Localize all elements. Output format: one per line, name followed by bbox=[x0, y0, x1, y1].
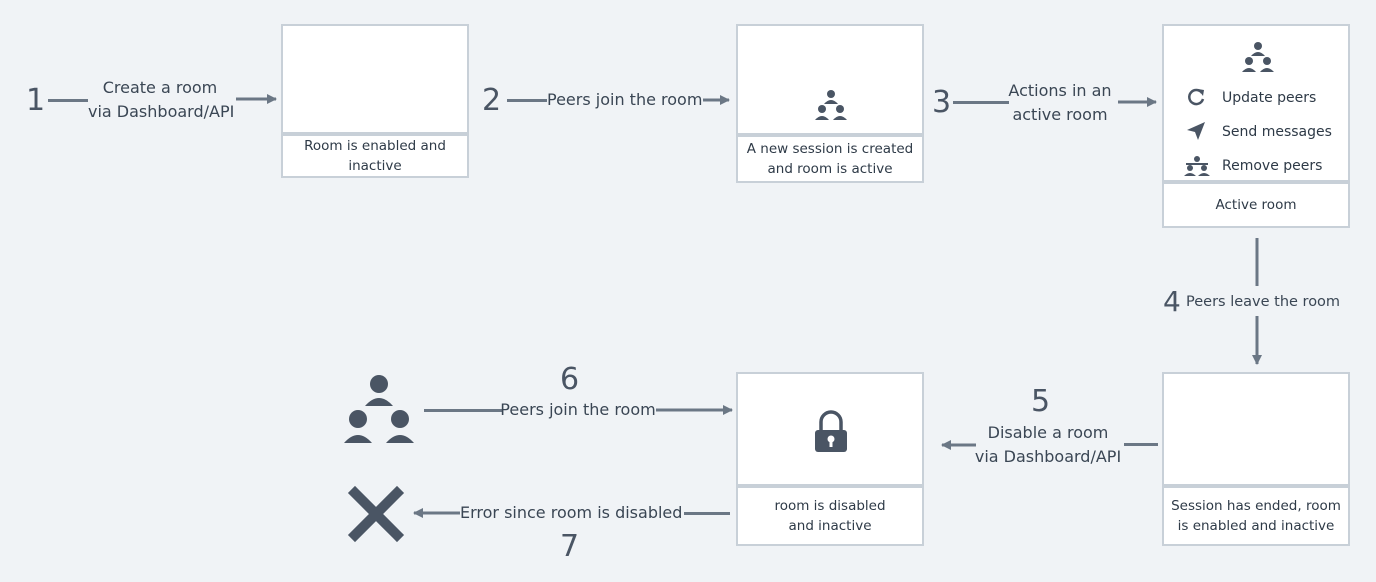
step-5-arrow bbox=[941, 440, 976, 450]
step-4-number: 4 bbox=[1163, 285, 1181, 318]
session-created-box: A new session is created and room is act… bbox=[736, 24, 924, 183]
step-3-label: Actions in an active room bbox=[1008, 81, 1112, 124]
refresh-icon bbox=[1188, 88, 1205, 106]
step-1-number: 1 bbox=[26, 83, 46, 118]
step-2-number: 2 bbox=[482, 83, 502, 118]
step-5-number: 5 bbox=[1031, 384, 1051, 419]
step-3-arrow bbox=[1118, 97, 1157, 107]
step-6-connector bbox=[424, 409, 502, 412]
step-6-arrow bbox=[656, 405, 733, 415]
step-3-number: 3 bbox=[932, 85, 952, 120]
step-5-connector bbox=[1124, 443, 1158, 446]
step-4-label: Peers leave the room bbox=[1186, 294, 1341, 310]
action-remove-peers: Remove peers bbox=[1222, 158, 1323, 174]
step-6-label: Peers join the room bbox=[500, 400, 656, 419]
step-6-number: 6 bbox=[560, 362, 580, 397]
session-ended-box: Session has ended, room is enabled and i… bbox=[1162, 372, 1350, 546]
step-2-label: Peers join the room bbox=[547, 90, 703, 109]
send-icon bbox=[1187, 122, 1205, 140]
room-disabled-caption: room is disabled and inactive bbox=[738, 484, 922, 544]
step-2-connector bbox=[507, 99, 547, 102]
remove-peers-icon bbox=[1184, 156, 1210, 176]
step-2-arrow bbox=[703, 95, 730, 105]
room-disabled-box: room is disabled and inactive bbox=[736, 372, 924, 546]
step-7-connector bbox=[684, 512, 730, 515]
action-update-peers: Update peers bbox=[1222, 90, 1317, 106]
session-ended-caption: Session has ended, room is enabled and i… bbox=[1164, 484, 1348, 544]
action-send-messages: Send messages bbox=[1222, 124, 1332, 140]
step-3-connector bbox=[953, 101, 1009, 104]
step-1-connector bbox=[48, 99, 88, 102]
peers-icon bbox=[344, 375, 414, 443]
peers-icon bbox=[1242, 42, 1274, 72]
step-7-label: Error since room is disabled bbox=[460, 503, 683, 522]
peers-icon bbox=[815, 90, 847, 120]
active-room-caption: Active room bbox=[1164, 180, 1348, 226]
lock-icon bbox=[815, 410, 847, 452]
room-created-caption: Room is enabled and inactive bbox=[283, 132, 467, 176]
step-7-arrow bbox=[413, 508, 460, 518]
room-created-box: Room is enabled and inactive bbox=[281, 24, 469, 178]
step-1-arrow bbox=[236, 94, 277, 104]
x-icon bbox=[347, 485, 405, 543]
step-5-label: Disable a room via Dashboard/API bbox=[974, 423, 1122, 466]
session-created-caption: A new session is created and room is act… bbox=[738, 133, 922, 181]
step-1-label: Create a room via Dashboard/API bbox=[88, 78, 235, 121]
active-room-box: Update peers Send messages Remove peers … bbox=[1162, 24, 1350, 228]
step-4-label-bg bbox=[1162, 286, 1332, 316]
step-7-number: 7 bbox=[560, 529, 580, 564]
